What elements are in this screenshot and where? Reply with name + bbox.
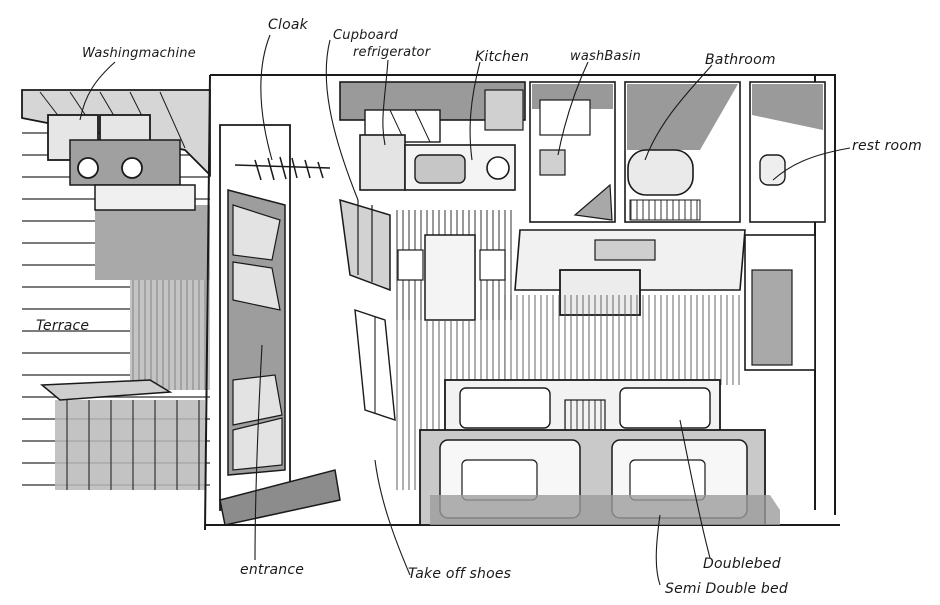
label-double-bed: Doublebed bbox=[703, 556, 781, 572]
label-wash-basin: washBasin bbox=[570, 49, 641, 64]
washing-machine bbox=[47, 114, 196, 211]
label-rest-room: rest room bbox=[852, 138, 922, 154]
cupboard bbox=[339, 198, 396, 422]
cloak-rail bbox=[234, 156, 331, 181]
label-cupboard: Cupboard bbox=[333, 28, 398, 43]
label-bathroom: Bathroom bbox=[705, 52, 776, 68]
kitchen bbox=[339, 81, 526, 321]
label-entrance: entrance bbox=[240, 562, 305, 578]
label-semi-double-bed: Semi Double bed bbox=[665, 581, 788, 597]
label-refrigerator: refrigerator bbox=[353, 45, 431, 60]
leader-lines bbox=[79, 34, 851, 586]
label-terrace: Terrace bbox=[36, 318, 90, 334]
label-washing-machine: Washingmachine bbox=[82, 46, 196, 61]
label-cloak: Cloak bbox=[268, 17, 308, 33]
bathroom bbox=[624, 81, 741, 223]
beds bbox=[419, 379, 780, 526]
living-area bbox=[500, 229, 816, 385]
label-take-off-shoes: Take off shoes bbox=[408, 566, 512, 582]
wash-basin-room bbox=[529, 81, 616, 223]
label-kitchen: Kitchen bbox=[475, 49, 530, 65]
entrance-corridor bbox=[219, 124, 341, 526]
rest-room bbox=[749, 81, 826, 223]
